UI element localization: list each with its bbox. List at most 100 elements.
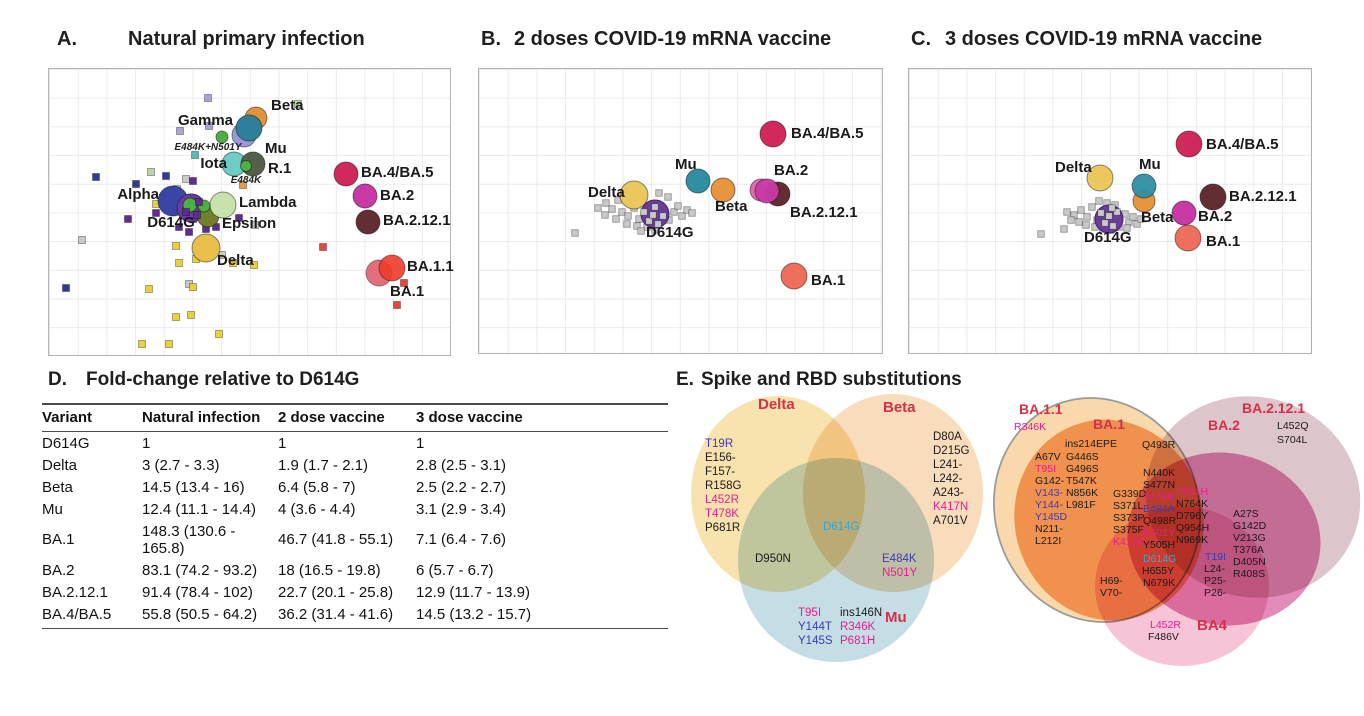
- antigen-label-BA.1.1: BA.1.1: [407, 258, 454, 275]
- mutation-label: G446S: [1066, 451, 1099, 463]
- mutation-label: R408S: [1233, 568, 1265, 580]
- antigen-point-BA.1: [780, 262, 808, 290]
- mutation-label: L212I: [1035, 535, 1061, 547]
- serum-square: [649, 211, 657, 219]
- antigen-point-BA.1: [1174, 224, 1202, 252]
- antigen-point-Lambda: [209, 191, 237, 219]
- serum-square: [1097, 209, 1105, 217]
- serum-square: [651, 203, 659, 211]
- mutation-label: Q954H: [1176, 522, 1209, 534]
- mutation-label: R346K: [1014, 421, 1046, 433]
- mutation-label: E156-: [705, 452, 736, 464]
- serum-square: [250, 261, 258, 269]
- serum-square: [1108, 204, 1116, 212]
- serum-square: [191, 151, 199, 159]
- table-cell: 46.7 (41.8 - 55.1): [278, 531, 394, 548]
- serum-square: [1083, 213, 1091, 221]
- serum-square: [147, 168, 155, 176]
- antigen-point-BA.2.12.1: [1199, 183, 1227, 211]
- serum-square: [1060, 225, 1068, 233]
- table-cell: Mu: [42, 500, 63, 518]
- serum-square: [645, 217, 653, 225]
- mutation-label: V143-: [1035, 487, 1064, 499]
- serum-square: [92, 173, 100, 181]
- mutation-label: S375F: [1113, 524, 1144, 536]
- mutation-label: T478K: [705, 508, 739, 520]
- antigen-point-BA.4/BA.5: [1175, 130, 1203, 158]
- serum-square: [162, 172, 170, 180]
- serum-square: [138, 340, 146, 348]
- mutation-label: G142D: [1233, 520, 1267, 532]
- antigen-label-BA.2: BA.2: [380, 187, 414, 204]
- serum-square: [78, 236, 86, 244]
- antigen-label-Delta: Delta: [588, 184, 625, 201]
- antigen-point-E484K: [240, 160, 252, 172]
- serum-square: [633, 222, 641, 230]
- serum-square: [229, 259, 237, 267]
- table-cell: 14.5 (13.4 - 16): [142, 478, 245, 496]
- venn-set-Beta: [803, 394, 983, 592]
- venn-set-label: BA4: [1197, 617, 1228, 634]
- antigen-label-Delta: Delta: [1055, 159, 1092, 176]
- serum-square: [1129, 213, 1137, 221]
- table-cell: BA.2: [42, 561, 75, 579]
- antigen-label-BA.1: BA.1: [390, 283, 424, 300]
- mutation-label: P681H: [1176, 486, 1208, 498]
- serum-square: [189, 177, 197, 185]
- serum-square: [1095, 197, 1103, 205]
- table-cell: 3 (2.7 - 3.3): [142, 456, 220, 474]
- serum-square: [608, 205, 616, 213]
- mutation-label: N969K: [1176, 534, 1208, 546]
- serum-square: [1109, 222, 1117, 230]
- antigen-label-Mu: Mu: [1139, 156, 1161, 173]
- serum-square: [145, 285, 153, 293]
- mutation-label: Y145D: [1035, 511, 1068, 523]
- venn-set-label: Delta: [758, 396, 795, 413]
- serum-square: [165, 340, 173, 348]
- serum-square: [215, 330, 223, 338]
- serum-square: [1037, 230, 1045, 238]
- antigen-label-Mu: Mu: [675, 156, 697, 173]
- panel-d-letter: D.: [48, 369, 67, 390]
- mutation-note-label: E484K: [231, 175, 262, 186]
- serum-square: [185, 228, 193, 236]
- antigen-point-BA.2.12.1: [355, 209, 381, 235]
- serum-square: [670, 208, 678, 216]
- serum-square: [187, 311, 195, 319]
- serum-square: [654, 220, 662, 228]
- table-cell: 55.8 (50.5 - 64.2): [142, 603, 278, 629]
- mutation-label: Y145S: [798, 635, 833, 647]
- panel-b-letter: B.: [481, 28, 501, 50]
- mutation-label: N501Y: [882, 567, 917, 579]
- mutation-note-label: E484K+N501Y: [175, 142, 243, 153]
- serum-square: [612, 215, 620, 223]
- venn-set-BA.2: [1127, 452, 1321, 626]
- mutation-label: L452Q: [1277, 420, 1309, 432]
- mutation-label: L452R: [1150, 619, 1181, 631]
- table-cell: D614G: [42, 434, 90, 452]
- antigen-label-BA.4/BA.5: BA.4/BA.5: [361, 164, 434, 181]
- antigen-label-R.1: R.1: [268, 160, 291, 177]
- table-cell: 6 (5.7 - 6.7): [416, 561, 494, 579]
- mutation-label: K417N: [933, 501, 968, 513]
- antigen-point-Beta: [710, 177, 736, 203]
- serum-square: [655, 189, 663, 197]
- serum-square: [124, 215, 132, 223]
- table-cell: 14.5 (13.2 - 15.7): [416, 603, 668, 629]
- serum-square: [1101, 219, 1109, 227]
- mutation-label: E484K: [882, 553, 917, 565]
- antigen-point-BA.1.1: [378, 254, 406, 282]
- antigen-point-Delta: [619, 180, 649, 210]
- antigen-label-Beta: Beta: [271, 97, 304, 114]
- mutation-label: S371L: [1113, 500, 1144, 512]
- antigen-point-BA.4/BA.5: [759, 120, 787, 148]
- mutation-label: D405N: [1233, 556, 1266, 568]
- table-column-header: Natural infection: [142, 403, 278, 432]
